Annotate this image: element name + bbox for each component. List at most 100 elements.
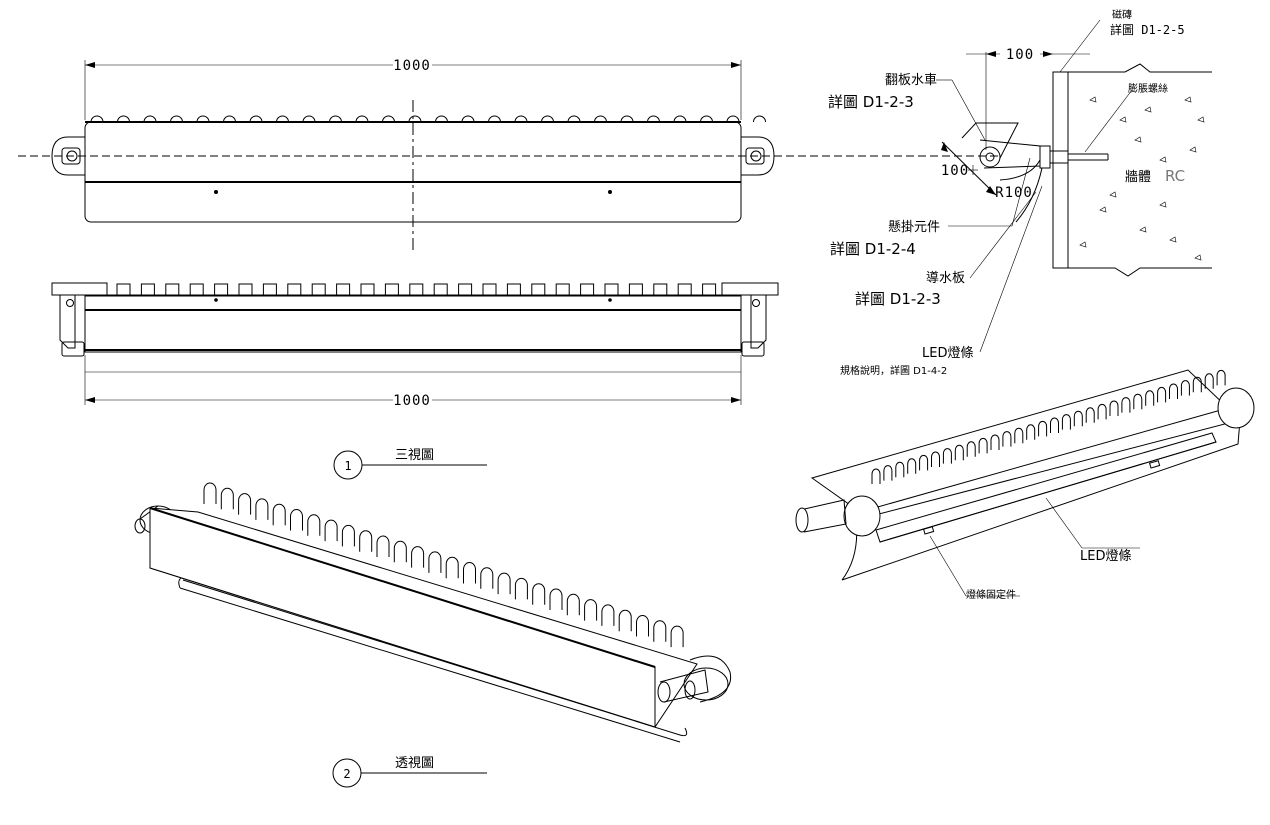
concrete-hatch	[1079, 96, 1205, 261]
concrete-speck	[1197, 116, 1205, 123]
label-hanger: 懸掛元件	[888, 220, 940, 235]
bucket-loop	[1121, 397, 1131, 413]
bucket-loop	[1180, 380, 1190, 396]
label-led-spec: 規格說明，詳圖 D1-4-2	[840, 364, 947, 377]
bucket-bump	[461, 115, 475, 123]
concrete-speck	[1169, 236, 1177, 243]
bucket-loop	[919, 454, 929, 471]
bucket-loop	[220, 487, 234, 510]
bucket-tooth	[653, 283, 668, 296]
bucket-loop	[359, 530, 373, 552]
view2-number: 2	[343, 767, 350, 781]
bucket-tooth	[580, 283, 595, 296]
bucket-loop	[1145, 390, 1155, 406]
label-led: LED燈條	[922, 346, 973, 361]
concrete-speck	[1119, 116, 1127, 123]
bucket-loop	[653, 620, 667, 642]
label-led-perspective: LED燈條	[1080, 549, 1131, 564]
bucket-bump	[726, 115, 740, 123]
bucket-bump	[435, 115, 448, 123]
section-detail: 100 100 R100 磁磚 詳圖 D1-2-5 膨脹螺絲 牆體	[828, 8, 1212, 377]
bucket-tooth	[140, 283, 155, 296]
bucket-bump	[594, 115, 607, 123]
bucket-tooth	[482, 283, 497, 296]
view-title-2: 2 透視圖	[332, 756, 487, 788]
concrete-speck	[1089, 96, 1097, 103]
bucket-loop	[1002, 431, 1012, 447]
bucket-loop	[931, 451, 940, 467]
bucket-row-perspective	[203, 482, 684, 648]
bucket-bump	[408, 115, 422, 123]
bucket-loop	[1169, 383, 1178, 399]
bucket-loop	[618, 609, 632, 632]
label-hanger-ref: 詳圖 D1-2-4	[830, 240, 916, 258]
bucket-loop	[1133, 393, 1143, 410]
bucket-loop	[1014, 427, 1024, 444]
bucket-loop	[1157, 386, 1167, 403]
bucket-loop	[1204, 373, 1214, 389]
concrete-speck	[1109, 191, 1117, 198]
bucket-bump	[223, 115, 236, 123]
bucket-loop	[549, 588, 563, 610]
dimension-drop-100: 100	[941, 163, 969, 179]
bucket-loop	[954, 444, 964, 461]
bucket-bump	[276, 115, 289, 123]
bucket-tooth	[116, 283, 131, 296]
bucket-loop	[272, 503, 286, 526]
bucket-loop	[1216, 369, 1226, 386]
concrete-speck	[1144, 106, 1152, 113]
bucket-loop	[428, 551, 442, 573]
bucket-bump	[302, 115, 316, 123]
label-brick-ref: 詳圖 D1-2-5	[1110, 22, 1185, 37]
bucket-loop	[514, 577, 528, 600]
bucket-tooth	[506, 283, 521, 296]
bucket-loop	[566, 593, 580, 616]
plan-view: 1000	[51, 282, 779, 409]
bucket-bump	[90, 115, 104, 123]
bucket-loop	[376, 535, 390, 557]
bucket-loop	[990, 434, 1000, 450]
bucket-loop	[203, 482, 217, 504]
bucket-bump	[382, 115, 395, 123]
bucket-loop	[871, 468, 881, 484]
bucket-tooth	[677, 283, 692, 296]
label-brick: 磁磚	[1112, 8, 1132, 21]
bucket-loop	[978, 437, 988, 454]
bucket-loop	[584, 599, 598, 621]
bucket-tooth	[628, 283, 643, 296]
front-elevation: 1000	[18, 58, 1000, 250]
bucket-loop	[636, 615, 649, 637]
label-wheel-ref: 詳圖 D1-2-3	[828, 93, 914, 111]
bucket-loop	[1050, 417, 1059, 433]
bucket-loop	[1085, 407, 1095, 423]
bucket-bump	[673, 115, 687, 123]
bucket-loop	[1026, 424, 1036, 440]
label-guide-plate-ref: 詳圖 D1-2-3	[855, 290, 941, 308]
view1-number: 1	[344, 459, 351, 473]
bucket-loop	[1097, 403, 1107, 420]
bucket-loop	[445, 556, 459, 579]
bucket-bump	[355, 115, 369, 123]
bucket-loop	[1109, 400, 1119, 416]
label-anchor-bolt: 膨脹螺絲	[1128, 82, 1168, 95]
bucket-loop	[883, 465, 893, 481]
concrete-speck	[1159, 201, 1167, 208]
view-title-1: 1 三視圖	[333, 448, 487, 480]
bucket-loop	[907, 458, 917, 474]
bucket-bump	[249, 115, 263, 123]
concrete-speck	[1079, 241, 1087, 248]
concrete-speck	[1134, 136, 1142, 143]
bucket-bump	[620, 115, 634, 123]
label-wheel: 翻板水車	[885, 73, 937, 88]
bucket-row-top	[90, 115, 766, 123]
concrete-speck	[1159, 156, 1167, 163]
bucket-loop	[670, 625, 684, 648]
bucket-bump	[753, 115, 766, 123]
bucket-bump	[567, 115, 581, 123]
dimension-top-1000: 1000	[393, 58, 431, 74]
bucket-bump	[329, 115, 342, 123]
bucket-row-plan	[116, 283, 717, 296]
bucket-loop	[324, 519, 338, 542]
bucket-loop	[966, 441, 976, 457]
